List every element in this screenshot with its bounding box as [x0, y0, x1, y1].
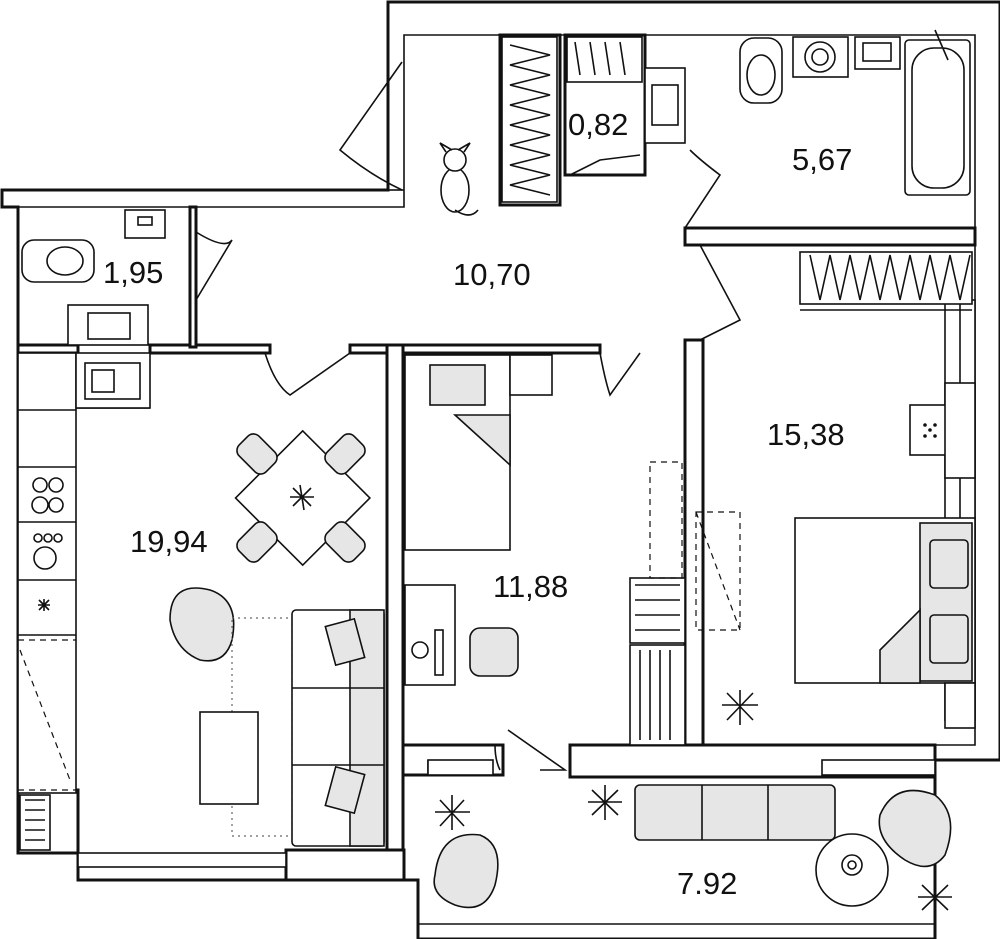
area-label-closet: 0,82 — [568, 107, 628, 142]
nightstand-icon — [944, 382, 976, 479]
snowflake-icon — [38, 599, 50, 611]
armchair-icon — [433, 833, 499, 909]
cooktop-icon — [31, 477, 64, 514]
area-label-balcony: 7.92 — [677, 866, 737, 901]
balcony-furniture — [433, 784, 952, 915]
plant-icon — [918, 880, 952, 915]
area-label-small-bedroom: 11,88 — [493, 569, 568, 604]
area-label-wc: 1,95 — [103, 255, 163, 290]
kitchen-fixtures — [17, 352, 151, 851]
closet-fixtures — [501, 36, 686, 203]
sofa-icon — [634, 784, 836, 841]
plant-icon — [722, 690, 758, 725]
oven-icon — [33, 533, 63, 570]
dining-table-icon — [234, 429, 372, 567]
shelf-icon — [629, 577, 686, 644]
area-label-bath: 5,67 — [792, 142, 852, 177]
main-bedroom-furniture — [722, 382, 976, 729]
shelf-icon — [19, 794, 51, 851]
small-bedroom-furniture — [404, 354, 741, 746]
cat-icon — [439, 142, 479, 216]
plant-icon — [588, 785, 622, 820]
desk-icon — [404, 584, 456, 686]
bath-fixtures — [739, 29, 971, 196]
plant-icon — [435, 795, 470, 830]
room-area-labels: 1,95 10,70 0,82 5,67 19,94 11,88 15,38 7… — [103, 107, 852, 901]
hall-wardrobe — [799, 251, 973, 311]
area-label-hall: 10,70 — [453, 257, 531, 292]
armchair-icon — [878, 789, 952, 868]
wc-fixtures — [21, 209, 166, 346]
area-label-kitchen-living: 19,94 — [130, 524, 208, 559]
area-label-main-bedroom: 15,38 — [767, 417, 845, 452]
living-furniture — [169, 587, 385, 847]
sink-icon — [124, 209, 166, 239]
doors — [195, 61, 742, 771]
chair-icon — [469, 627, 519, 677]
coffee-table-icon — [199, 711, 259, 805]
